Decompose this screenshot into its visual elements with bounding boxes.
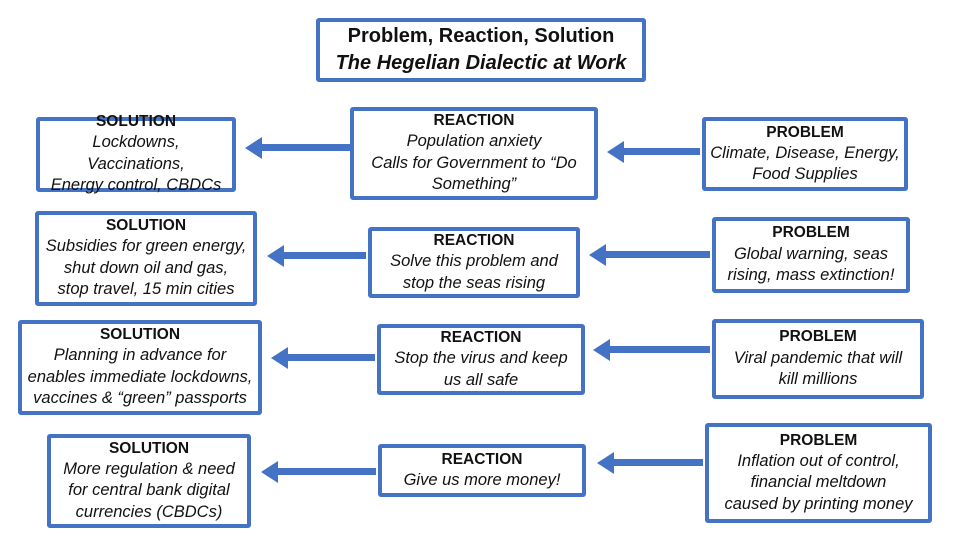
arrow-left-icon: [288, 354, 375, 361]
row2-solution-text: Subsidies for green energy, shut down oi…: [45, 237, 247, 299]
row1-reaction-box: REACTION Population anxiety Calls for Go…: [350, 107, 598, 200]
row1-problem-label: PROBLEM: [766, 123, 844, 141]
row2-reaction-text: Solve this problem and stop the seas ris…: [390, 252, 558, 292]
arrow-left-icon: [624, 148, 700, 155]
row3-solution-box: SOLUTION Planning in advance for enables…: [18, 320, 262, 415]
row1-solution-label: SOLUTION: [95, 113, 177, 131]
diagram-title: Problem, Reaction, Solution: [347, 25, 615, 47]
arrow-left-icon: [262, 144, 350, 151]
diagram-subtitle: The Hegelian Dialectic at Work: [335, 52, 627, 74]
title-box: Problem, Reaction, Solution The Hegelian…: [316, 18, 646, 82]
row2-reaction-label: REACTION: [433, 232, 515, 249]
row2-solution-box: SOLUTION Subsidies for green energy, shu…: [35, 211, 257, 306]
row1-problem-box: PROBLEM Climate, Disease, Energy, Food S…: [702, 117, 908, 191]
row2-problem-box: PROBLEM Global warning, seas rising, mas…: [712, 217, 910, 293]
row2-problem-label: PROBLEM: [772, 224, 850, 242]
row4-problem-text: Inflation out of control, financial melt…: [724, 451, 913, 513]
row4-solution-text: More regulation & need for central bank …: [63, 459, 235, 521]
row3-problem-label: PROBLEM: [779, 328, 857, 346]
row3-solution-label: SOLUTION: [99, 326, 181, 344]
arrow-left-icon: [606, 251, 710, 258]
row4-solution-label: SOLUTION: [108, 439, 190, 457]
arrow-left-icon: [278, 468, 376, 475]
row3-reaction-label: REACTION: [440, 329, 522, 346]
row4-reaction-text: Give us more money!: [403, 470, 561, 489]
row1-problem-text: Climate, Disease, Energy, Food Supplies: [710, 143, 900, 184]
row3-problem-box: PROBLEM Viral pandemic that will kill mi…: [712, 319, 924, 399]
row1-solution-box: SOLUTION Lockdowns, Vaccinations, Energy…: [36, 113, 236, 194]
row4-problem-label: PROBLEM: [779, 431, 858, 449]
row3-solution-text: Planning in advance for enables immediat…: [27, 346, 253, 408]
row4-problem-box: PROBLEM Inflation out of control, financ…: [705, 423, 932, 523]
arrow-left-icon: [284, 252, 366, 259]
row4-reaction-label: REACTION: [441, 450, 523, 468]
row4-reaction-box: REACTION Give us more money!: [378, 444, 586, 497]
row3-reaction-text: Stop the virus and keep us all safe: [394, 349, 568, 389]
arrow-left-icon: [610, 346, 710, 353]
row3-reaction-box: REACTION Stop the virus and keep us all …: [377, 324, 585, 395]
row2-problem-text: Global warning, seas rising, mass extinc…: [727, 244, 895, 285]
row2-reaction-box: REACTION Solve this problem and stop the…: [368, 227, 580, 298]
row1-solution-text: Lockdowns, Vaccinations, Energy control,…: [50, 133, 222, 195]
row4-solution-box: SOLUTION More regulation & need for cent…: [47, 434, 251, 528]
row3-problem-text: Viral pandemic that will kill millions: [733, 348, 903, 389]
row1-reaction-text: Population anxiety Calls for Government …: [371, 132, 577, 194]
arrow-left-icon: [614, 459, 703, 466]
row1-reaction-label: REACTION: [433, 112, 515, 130]
row2-solution-label: SOLUTION: [105, 217, 187, 235]
